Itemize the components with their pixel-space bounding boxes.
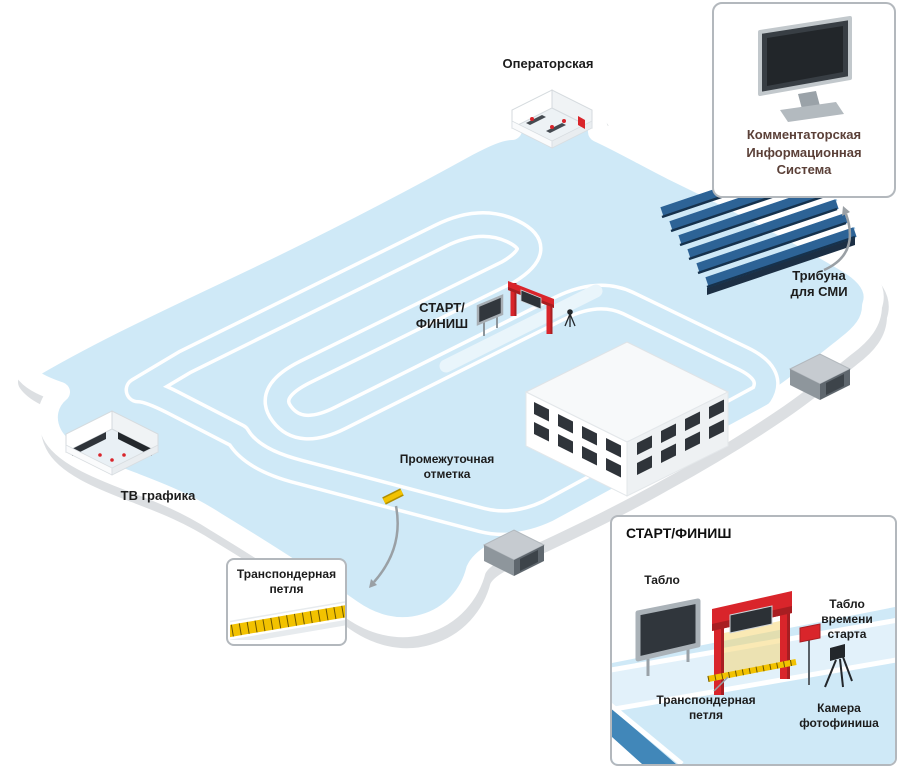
intermediate-mark-label: Промежуточная отметка: [399, 452, 495, 481]
inset-start-time-board-label: Табло времени старта: [821, 597, 873, 641]
yellow-loop-icon: [230, 601, 345, 640]
start-finish-detail-scene: [612, 591, 895, 764]
inset-transponder-loop-icon: [707, 659, 797, 692]
scoreboard-icon: [476, 294, 504, 336]
tripod-camera-icon: [564, 309, 576, 327]
transponder-loop-box: Транспондерная петля: [226, 558, 347, 646]
arrow-to-commentator-box: [823, 206, 852, 272]
tent-bottom: [482, 529, 546, 576]
commentator-system-box: Комментаторская Информационная Система: [712, 2, 896, 198]
start-finish-gate-icon: [508, 281, 554, 334]
inset-title: СТАРТ/ФИНИШ: [626, 525, 732, 541]
start-finish-inset: СТАРТ/ФИНИШ Табло Табло времени старта Т…: [610, 515, 897, 766]
inset-start-time-board-icon: [799, 623, 821, 685]
finish-straight: [439, 284, 603, 373]
inset-transponder-loop-label: Транспондерная петля: [656, 693, 756, 722]
transponder-loop-box-label: Транспондерная петля: [236, 567, 337, 596]
inset-scoreboard-icon: [635, 598, 701, 676]
arrow-to-transponder-box: [369, 505, 399, 588]
start-finish-label: СТАРТ/ ФИНИШ: [415, 300, 469, 332]
inset-scoreboard-label: Табло: [644, 573, 680, 587]
tv-graphics-building: [65, 410, 159, 476]
inset-start-finish-gate-icon: [712, 591, 792, 695]
intermediate-mark: [382, 488, 404, 505]
operator-building: [511, 89, 593, 149]
main-building: [524, 341, 730, 497]
ski-course-track: [124, 211, 780, 537]
operator-room-label: Операторская: [502, 56, 594, 71]
crt-monitor-icon: [758, 16, 852, 122]
tent-right: [788, 353, 852, 400]
commentator-system-label: Комментаторская Информационная Система: [746, 127, 862, 178]
inset-photo-finish-camera-icon: [824, 644, 853, 688]
media-tribune-label: Трибуна для СМИ: [790, 268, 848, 300]
tv-graphics-label: ТВ графика: [120, 488, 196, 503]
inset-photo-finish-camera-label: Камера фотофиниша: [799, 701, 879, 730]
